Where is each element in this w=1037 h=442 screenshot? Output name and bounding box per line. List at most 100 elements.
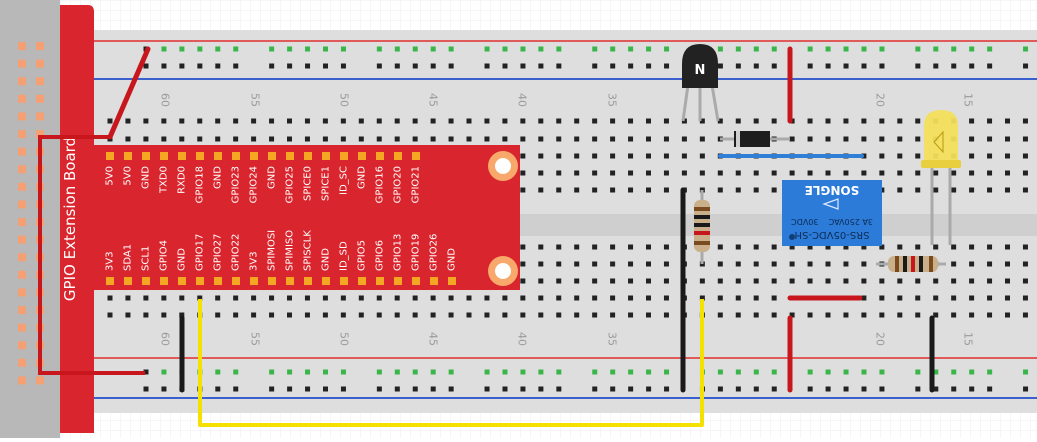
breadboard-hole [197, 136, 203, 142]
column-number-top: 20 [874, 93, 887, 107]
breadboard-hole [915, 153, 921, 159]
breadboard-hole [969, 63, 975, 69]
breadboard-hole [735, 386, 741, 392]
breadboard-hole [987, 63, 993, 69]
breadboard-hole [340, 46, 346, 52]
resistor-horizontal-band-3 [911, 256, 915, 272]
breadboard-hole [969, 312, 975, 318]
breadboard-hole [771, 386, 777, 392]
connector-pin [18, 341, 26, 350]
relay-brand: SONGLE [805, 183, 860, 197]
header-pin [142, 152, 150, 160]
breadboard-hole [538, 261, 544, 267]
breadboard-hole [951, 295, 957, 301]
breadboard-hole [502, 63, 508, 69]
breadboard-hole [538, 187, 544, 193]
breadboard-hole [448, 312, 454, 318]
resistor-horizontal-band-4 [919, 256, 923, 272]
breadboard-hole [394, 295, 400, 301]
header-pin-label: GPIO27 [213, 234, 224, 271]
led-rim [921, 160, 961, 168]
breadboard-hole [628, 118, 634, 124]
led-body [924, 110, 958, 166]
breadboard-hole [879, 244, 885, 250]
breadboard-hole [861, 136, 867, 142]
breadboard-hole [987, 136, 993, 142]
connector-pin [18, 253, 26, 262]
breadboard-hole [753, 118, 759, 124]
column-number-bottom: 50 [338, 332, 351, 346]
breadboard-hole [412, 46, 418, 52]
breadboard-hole [610, 312, 616, 318]
header-pin-label: GND [447, 248, 458, 271]
header-pin [124, 277, 132, 285]
breadboard-hole [520, 118, 526, 124]
breadboard-hole [269, 46, 275, 52]
header-pin [214, 152, 222, 160]
breadboard-hole [484, 46, 490, 52]
breadboard-hole [897, 136, 903, 142]
breadboard-hole [358, 312, 364, 318]
breadboard-hole [574, 244, 580, 250]
breadboard-hole [753, 170, 759, 176]
breadboard-hole [987, 295, 993, 301]
breadboard-hole [951, 170, 957, 176]
breadboard-hole [753, 63, 759, 69]
header-pin [376, 277, 384, 285]
breadboard-hole [215, 63, 221, 69]
breadboard-hole [735, 118, 741, 124]
breadboard-hole [610, 46, 616, 52]
connector-pin [18, 306, 26, 314]
header-pin-label: GPIO19 [411, 234, 422, 271]
breadboard-hole [340, 386, 346, 392]
breadboard-hole [807, 386, 813, 392]
breadboard-hole [879, 278, 885, 284]
header-pin [412, 277, 420, 285]
column-number-bottom: 35 [606, 332, 619, 346]
breadboard-hole [269, 312, 275, 318]
breadboard-hole [538, 153, 544, 159]
breadboard-hole [771, 261, 777, 267]
breadboard-hole [1022, 278, 1028, 284]
connector-pin [36, 130, 44, 138]
breadboard-hole [161, 295, 167, 301]
header-pin-label: GND [267, 166, 278, 189]
breadboard-hole [592, 153, 598, 159]
breadboard-hole [215, 136, 221, 142]
breadboard-hole [933, 244, 939, 250]
breadboard-hole [215, 118, 221, 124]
breadboard-hole [969, 136, 975, 142]
breadboard-hole [538, 170, 544, 176]
relay-body [782, 180, 882, 246]
breadboard-hole [197, 46, 203, 52]
header-pin [394, 152, 402, 160]
breadboard-hole [897, 278, 903, 284]
header-pin [448, 277, 456, 285]
breadboard-hole [843, 170, 849, 176]
breadboard-hole [915, 369, 921, 375]
breadboard-hole [340, 118, 346, 124]
header-pin-label: SPISCLK [303, 230, 314, 271]
breadboard-hole [1023, 63, 1029, 69]
breadboard-hole [394, 63, 400, 69]
header-pin [196, 277, 204, 285]
breadboard-hole [646, 153, 651, 159]
breadboard-hole [502, 312, 508, 318]
breadboard-hole [879, 312, 885, 318]
breadboard-hole [646, 118, 651, 124]
breadboard-hole [987, 46, 993, 52]
breadboard-hole [1023, 386, 1029, 392]
header-pin-label: GND [213, 166, 224, 189]
breadboard-hole [789, 136, 795, 142]
breadboard-hole [430, 63, 436, 69]
breadboard-hole [861, 63, 867, 69]
transistor: N [681, 44, 720, 122]
breadboard-hole [933, 369, 939, 375]
breadboard-hole [592, 170, 598, 176]
resistor-vertical-band-2 [694, 215, 710, 219]
breadboard-hole [771, 170, 777, 176]
connector-pin [36, 42, 44, 50]
relay-model: SRS-05VDC-SH [795, 229, 870, 240]
breadboard-hole [879, 369, 885, 375]
